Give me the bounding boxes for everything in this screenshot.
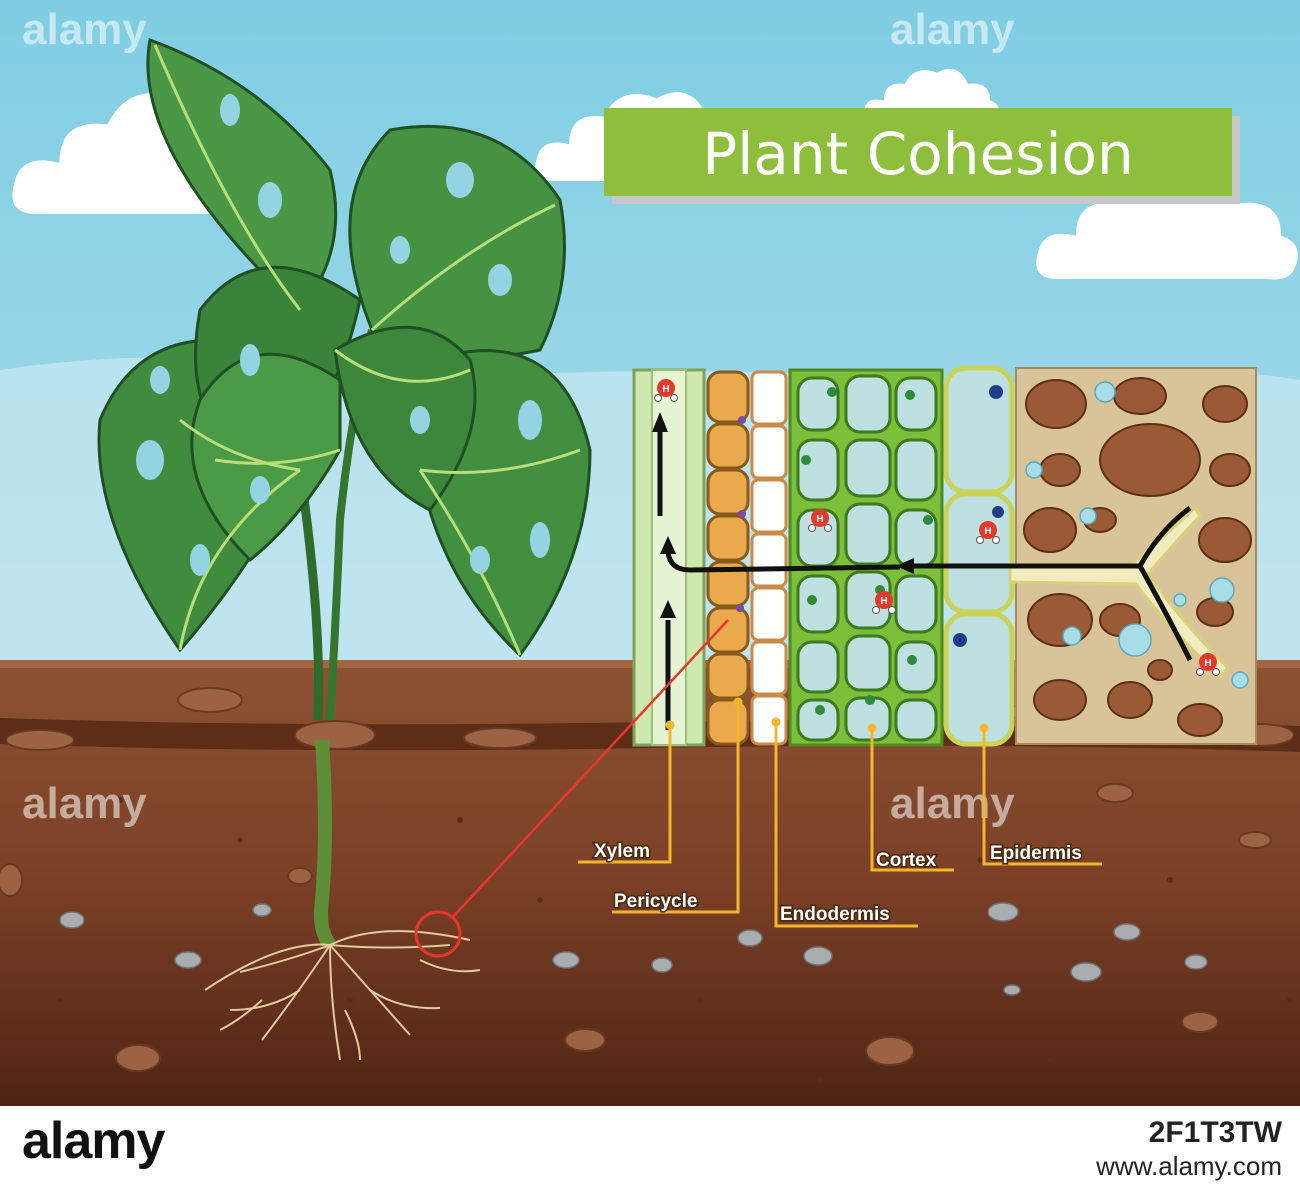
label-pericycle: Pericycle xyxy=(614,891,697,912)
arrow-head xyxy=(896,558,914,574)
watermark: alamy xyxy=(22,5,147,54)
svg-text:H: H xyxy=(984,526,991,537)
water-molecule: H xyxy=(1196,653,1220,676)
magnifier-pointer xyxy=(414,619,729,958)
water-molecule: H xyxy=(976,521,1000,544)
endodermis-cells xyxy=(750,370,788,746)
footer-meta: 2F1T3TW www.alamy.com xyxy=(1096,1116,1282,1182)
chloroplasts xyxy=(801,387,933,715)
footer-logo: alamy xyxy=(22,1112,165,1170)
pericycle-nuclei xyxy=(736,416,746,612)
diagram-canvas: alamy alamy alamy alamy alamy Plant Cohe… xyxy=(0,0,1300,1106)
pericycle-leader xyxy=(612,702,740,914)
label-leaders xyxy=(578,702,1102,928)
label-xylem: Xylem xyxy=(594,841,650,862)
svg-text:H: H xyxy=(662,384,669,395)
cortex-leader xyxy=(870,728,954,872)
leaf xyxy=(190,352,342,563)
flow-arrowheads xyxy=(652,412,914,618)
label-endodermis: Endodermis xyxy=(780,904,890,925)
water-molecules: H H H H H xyxy=(654,379,1220,676)
water-droplets xyxy=(1025,381,1249,689)
xylem-leader xyxy=(578,725,672,864)
epidermis-cells xyxy=(943,365,1015,747)
title-banner: Plant Cohesion xyxy=(604,108,1240,204)
footer-bar xyxy=(0,1106,1300,1196)
water-flow-path xyxy=(657,430,1193,730)
image-id: 2F1T3TW xyxy=(1148,1116,1282,1149)
site-url: www.alamy.com xyxy=(1096,1151,1282,1181)
title: Plant Cohesion xyxy=(702,120,1134,188)
leaf-veins xyxy=(153,44,581,656)
root-cross-section: H H H H H xyxy=(632,365,1257,747)
water-molecule: H xyxy=(872,591,896,614)
label-cortex: Cortex xyxy=(876,850,937,871)
svg-text:H: H xyxy=(880,596,887,607)
watermark: alamy xyxy=(890,5,1015,54)
svg-text:H: H xyxy=(1204,658,1211,669)
leaf xyxy=(333,325,477,512)
water-molecule: H xyxy=(654,379,678,402)
leader-dots xyxy=(665,697,989,733)
cortex-cells xyxy=(796,374,938,742)
label-epidermis: Epidermis xyxy=(990,843,1082,864)
pericycle-cells xyxy=(706,370,750,746)
watermark: alamy xyxy=(22,779,147,828)
leaf-holes xyxy=(136,94,550,576)
roots xyxy=(204,930,481,1061)
endodermis-leader xyxy=(774,722,918,928)
leaf xyxy=(146,37,338,313)
watermark: alamy xyxy=(890,779,1015,828)
zoom-circle xyxy=(414,910,462,958)
soil-specks xyxy=(57,797,1293,1083)
zoom-line xyxy=(451,619,729,919)
leaves xyxy=(97,37,592,658)
epidermis-nuclei xyxy=(953,385,1004,647)
svg-text:H: H xyxy=(816,514,823,525)
grey-pebbles xyxy=(59,902,1208,996)
arrow-head xyxy=(660,600,676,618)
arrow-head xyxy=(652,412,668,432)
epidermis-leader xyxy=(982,728,1102,866)
arrow-head xyxy=(660,536,676,554)
water-molecule: H xyxy=(808,509,832,532)
